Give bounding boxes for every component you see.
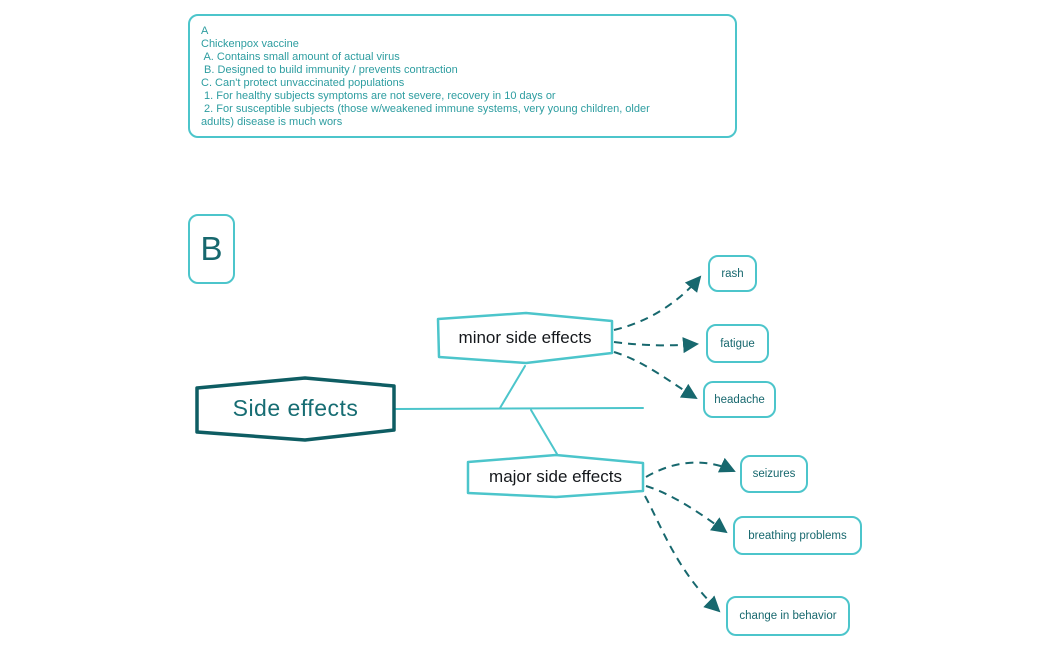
note-line: Chickenpox vaccine	[201, 38, 299, 50]
leaf-text: seizures	[752, 468, 796, 480]
spine-to-major-line[interactable]	[530, 409, 558, 455]
minor-branch-label[interactable]: minor side effects	[438, 316, 612, 360]
note-line: C. Can't protect unvaccinated population…	[201, 77, 405, 89]
page-label-box[interactable]: B	[188, 214, 235, 284]
root-node-label[interactable]: Side effects	[197, 384, 394, 432]
minor-node-shape[interactable]	[436, 311, 614, 365]
arrow-major-to-seizures[interactable]	[645, 457, 736, 478]
arrow-major-to-breathing-problems[interactable]	[645, 485, 728, 534]
arrow-major-to-change-in-behavior[interactable]	[644, 495, 721, 613]
arrow-minor-to-fatigue[interactable]	[613, 337, 699, 354]
major-branch-text: major side effects	[489, 466, 622, 486]
leaf-text: breathing problems	[748, 529, 847, 542]
minor-branch-text: minor side effects	[458, 328, 592, 347]
note-line: adults) disease is much wors	[201, 116, 343, 128]
leaf-text: headache	[714, 393, 765, 406]
major-branch-label[interactable]: major side effects	[468, 458, 643, 495]
leaf-node-seizures[interactable]: seizures	[740, 455, 808, 493]
root-spine-line[interactable]	[395, 407, 644, 410]
spine-to-minor-line[interactable]	[499, 365, 526, 409]
note-line: A	[201, 25, 209, 37]
root-node-text: Side effects	[232, 394, 359, 421]
leaf-node-headache[interactable]: headache	[703, 381, 776, 418]
root-node-shape[interactable]	[195, 376, 396, 442]
leaf-node-fatigue[interactable]: fatigue	[706, 324, 769, 363]
leaf-text: rash	[721, 267, 744, 280]
leaf-node-change-in-behavior[interactable]: change in behavior	[726, 596, 850, 636]
arrow-minor-to-headache[interactable]	[613, 351, 698, 400]
note-line: 1. For healthy subjects symptoms are not…	[201, 90, 556, 102]
page-label-text: B	[200, 230, 223, 267]
leaf-node-breathing-problems[interactable]: breathing problems	[733, 516, 862, 555]
leaf-node-rash[interactable]: rash	[708, 255, 757, 292]
note-line: A. Contains small amount of actual virus	[201, 51, 400, 63]
arrow-minor-to-rash[interactable]	[613, 275, 702, 331]
chickenpox-note-box[interactable]: A Chickenpox vaccine A. Contains small a…	[188, 14, 737, 138]
leaf-text: fatigue	[720, 337, 755, 350]
major-node-shape[interactable]	[466, 453, 645, 499]
leaf-text: change in behavior	[739, 610, 837, 622]
note-line: 2. For susceptible subjects (those w/wea…	[201, 103, 650, 115]
note-line: B. Designed to build immunity / prevents…	[201, 64, 458, 76]
